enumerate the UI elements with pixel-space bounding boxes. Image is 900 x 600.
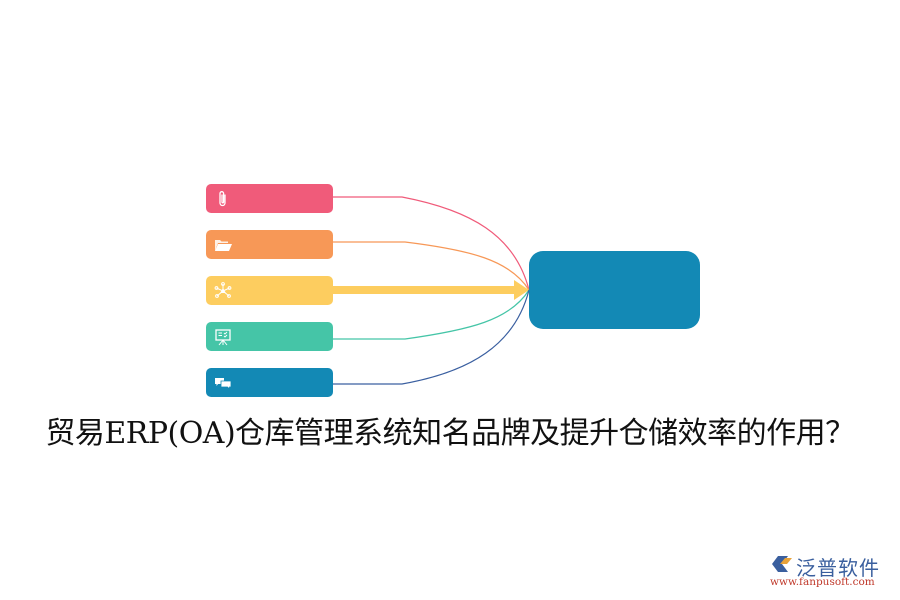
diagram-node-5[interactable] <box>206 368 333 397</box>
connector-2 <box>333 241 530 291</box>
folder-open-icon <box>215 240 232 251</box>
presentation-board-icon <box>215 329 231 346</box>
connector-4 <box>333 289 530 340</box>
diagram-node-4[interactable] <box>206 322 333 351</box>
chat-bubbles-icon <box>215 378 232 390</box>
diagram-node-2[interactable] <box>206 230 333 259</box>
connector-5 <box>333 289 530 385</box>
diagram-node-1[interactable] <box>206 184 333 213</box>
watermark-brand: 泛普软件 <box>796 556 880 580</box>
network-icon <box>214 282 232 298</box>
watermark-logo: 泛普软件 www.fanpusoft.com <box>768 552 898 592</box>
fanpu-logo-icon <box>772 556 792 572</box>
watermark-url: www.fanpusoft.com <box>770 576 875 588</box>
paperclip-icon <box>219 191 226 207</box>
diagram-node-3[interactable] <box>206 276 333 305</box>
connector-3-arrow <box>333 280 529 300</box>
connector-1 <box>333 196 530 291</box>
central-node[interactable] <box>529 251 700 329</box>
diagram-title: 贸易ERP(OA)仓库管理系统知名品牌及提升仓储效率的作用？ <box>45 416 855 451</box>
